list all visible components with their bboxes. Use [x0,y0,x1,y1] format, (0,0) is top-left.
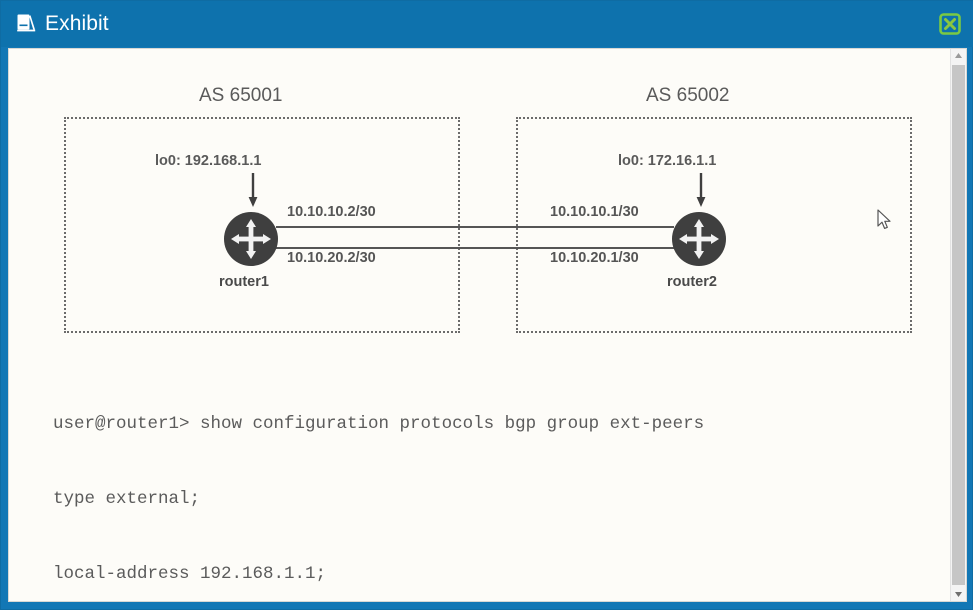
arrow-down-icon-svg [696,173,706,207]
as-boundary-box-right [516,117,912,333]
interface-label-router1-bottom: 10.10.20.2/30 [287,250,376,266]
as-label-right: AS 65002 [646,85,730,106]
vertical-scrollbar[interactable] [950,49,966,601]
close-x-icon-svg [939,13,961,35]
network-diagram: AS 65001 AS 65002 lo0: 192.168.1.1 lo0: … [9,49,949,349]
interface-label-router2-bottom: 10.10.20.1/30 [550,250,639,266]
scrollbar-thumb[interactable] [952,65,965,585]
router-icon-svg [224,212,278,266]
as-boundary-box-left [64,117,460,333]
cli-output-block: user@router1> show configuration protoco… [53,362,933,601]
router-icon-svg [672,212,726,266]
loopback-arrow-down-icon-left [246,173,260,209]
cli-line: type external; [53,489,201,509]
router-icon-router2 [671,211,727,267]
interface-label-router1-top: 10.10.10.2/30 [287,204,376,220]
arrow-down-icon-svg [248,173,258,207]
scroll-up-arrow-icon-svg [955,53,962,58]
as-label-left: AS 65001 [199,85,283,106]
easel-icon-svg [17,14,36,32]
titlebar-left-group: Exhibit [14,12,109,36]
scroll-up-arrow-icon[interactable] [951,49,966,64]
scroll-down-arrow-icon-svg [955,592,962,597]
cli-line: user@router1> show configuration protoco… [53,414,705,434]
link-line-bottom [276,247,674,249]
close-icon[interactable] [939,13,961,35]
router-icon-router1 [223,211,279,267]
easel-icon [14,12,38,36]
window-title: Exhibit [45,12,109,35]
loopback-label-router1: lo0: 192.168.1.1 [155,153,262,169]
loopback-arrow-down-icon-right [694,173,708,209]
scroll-down-arrow-icon[interactable] [951,588,966,601]
router-name-router1: router1 [219,274,269,290]
window-titlebar: Exhibit [1,1,973,47]
link-line-top [276,226,674,228]
loopback-label-router2: lo0: 172.16.1.1 [618,153,717,169]
router-name-router2: router2 [667,274,717,290]
cli-line: local-address 192.168.1.1; [53,564,327,584]
exhibit-content-pane: AS 65001 AS 65002 lo0: 192.168.1.1 lo0: … [8,48,967,602]
interface-label-router2-top: 10.10.10.1/30 [550,204,639,220]
